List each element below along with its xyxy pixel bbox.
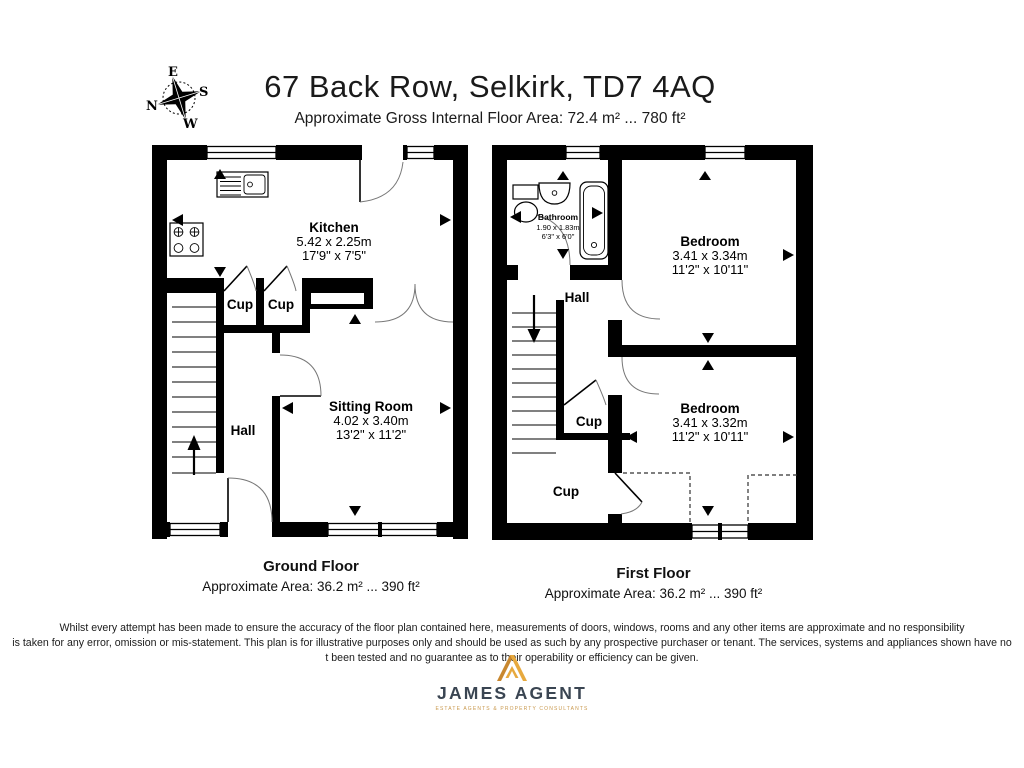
window: [206, 145, 277, 160]
door-arc: [279, 354, 322, 397]
room-label-bathroom: Bathroom 1.90 x 1.83m 6'3" x 6'0": [536, 212, 580, 241]
room-label-cupboard: Cup: [226, 297, 254, 312]
room-label-hall: Hall: [230, 423, 256, 438]
room-label-cupboard: Cup: [267, 297, 295, 312]
page-title: 67 Back Row, Selkirk, TD7 4AQ: [264, 69, 716, 104]
bathtub: [579, 181, 609, 260]
door-arc: [621, 356, 660, 395]
compass-rose: E S N W: [146, 65, 208, 132]
window: [704, 145, 746, 160]
first-floor-plan: Bathroom 1.90 x 1.83m 6'3" x 6'0" Hall B…: [490, 143, 815, 542]
cupboard-door: [263, 265, 297, 292]
disclaimer-text: Whilst every attempt has been made to en…: [12, 622, 1012, 664]
door-arc: [359, 160, 404, 203]
staircase-up: [172, 306, 216, 475]
first-windows: [565, 145, 749, 540]
room-label-hall: Hall: [564, 290, 590, 305]
dimension-arrows: [510, 171, 794, 516]
compass-west-label: W: [182, 117, 198, 132]
front-door-arc: [227, 477, 273, 523]
kitchen-sink: [216, 171, 269, 198]
ground-floor-plan: Kitchen 5.42 x 2.25m 17'9" x 7'5" Cup Cu…: [150, 143, 470, 539]
room-label-bedroom-1: Bedroom 3.41 x 3.34m 11'2" x 10'11": [671, 234, 749, 277]
kitchen-hob: [169, 222, 204, 257]
ground-floor-plan-drawing: [152, 145, 468, 539]
door-arc: [621, 279, 661, 320]
window: [169, 522, 221, 537]
compass-north-label: N: [146, 99, 158, 114]
ground-floor-caption: Ground Floor Approximate Area: 36.2 m² .…: [202, 558, 420, 594]
compass-south-label: S: [199, 85, 208, 100]
double-door-arc: [374, 283, 454, 323]
compass-east-label: E: [168, 65, 178, 80]
compass-star: [156, 75, 202, 121]
first-floor-plan-drawing: [492, 145, 813, 540]
toilet: [512, 184, 539, 223]
first-floor-caption: First Floor Approximate Area: 36.2 m² ..…: [544, 565, 763, 601]
agency-logo: JAMES AGENT ESTATE AGENTS & PROPERTY CON…: [0, 655, 1024, 712]
agency-name: JAMES AGENT: [437, 683, 587, 703]
ground-windows: [169, 145, 438, 537]
cupboard-door: [223, 265, 257, 292]
staircase-down: [512, 295, 556, 454]
room-label-cupboard: Cup: [575, 414, 603, 429]
window: [691, 523, 749, 540]
room-label-sitting-room: Sitting Room 4.02 x 3.40m 13'2" x 11'2": [329, 399, 413, 442]
room-label-kitchen: Kitchen 5.42 x 2.25m 17'9" x 7'5": [296, 220, 372, 263]
first-walls: [492, 145, 813, 540]
agency-logo-icon: [497, 655, 527, 681]
room-label-cupboard: Cup: [552, 484, 580, 499]
page-subtitle: Approximate Gross Internal Floor Area: 7…: [294, 110, 686, 127]
ground-walls: [152, 145, 468, 539]
window: [565, 145, 601, 160]
dashed-area: [623, 472, 797, 522]
dimension-arrows: [172, 169, 451, 516]
cupboard-door: [614, 472, 643, 515]
agency-tagline: ESTATE AGENTS & PROPERTY CONSULTANTS: [435, 706, 589, 712]
room-label-bedroom-2: Bedroom 3.41 x 3.32m 11'2" x 10'11": [671, 401, 749, 444]
ground-doors: [223, 160, 454, 523]
compass-circle: [162, 81, 196, 115]
window: [327, 522, 438, 537]
basin: [538, 182, 571, 205]
first-doors: [517, 212, 661, 515]
cupboard-door: [563, 379, 607, 406]
window: [406, 145, 435, 160]
